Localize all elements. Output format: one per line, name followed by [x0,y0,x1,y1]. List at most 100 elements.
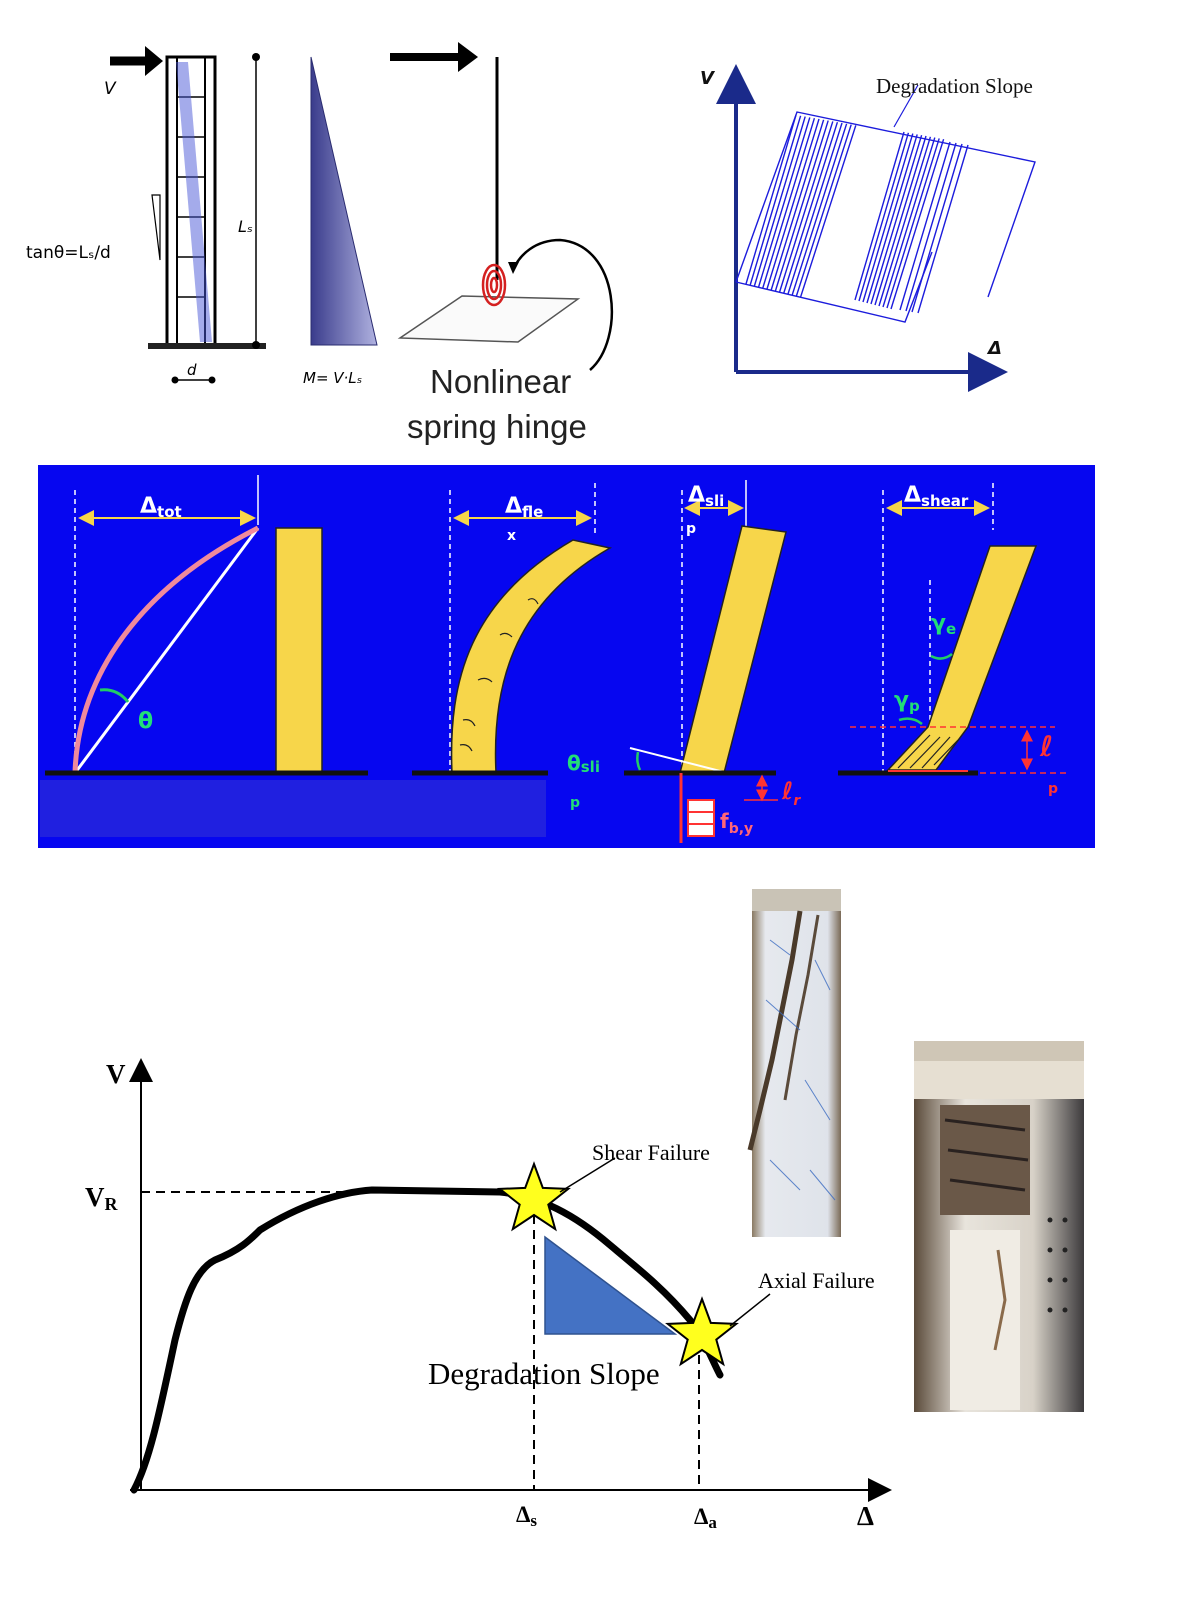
pushover-y-label: V [106,1059,126,1089]
pushover-x-label: Δ [857,1501,874,1531]
delta-fle-sub2: x [507,528,516,544]
force-arrow-right [390,42,478,72]
shear-failure-star-icon [497,1161,571,1232]
svg-text:Δs: Δs [516,1502,537,1530]
depth-dimension [171,376,216,384]
hinge-pointer-arrow [512,238,614,371]
hysteresis-loop-line [905,142,957,312]
delta-fle-sub: fle [522,503,543,521]
hysteresis-loop-line [917,144,969,314]
svg-text:Δsli: Δsli [688,483,724,510]
delta-tot-sub: tot [157,503,182,521]
hysteresis-loop-line [770,119,825,291]
hysteresis-loop-line [787,122,843,295]
column-frame [165,55,217,347]
gamma-e-sub: e [946,620,956,638]
gamma-e-label: γ [931,611,946,636]
hysteresis-loop-line [870,134,923,305]
axial-failure-photo [914,1041,1084,1412]
hysteresis-loop-line [757,117,811,288]
svg-text:γp: γp [894,688,920,715]
force-arrow-left [110,46,163,76]
hysteresis-loop-line [749,115,802,286]
svg-text:Δfle: Δfle [505,494,543,521]
ground-plane [397,295,581,343]
delta-fle-label: Δ [505,494,522,519]
svg-text:ℓr: ℓr [781,777,801,809]
shear-deformation-diagram: Δshear ℓ p γe γp [838,483,1070,797]
delta-tot-label: Δ [140,494,157,519]
height-label: Lₛ [238,217,253,236]
moment-label: M= V·Lₛ [303,369,362,387]
axial-failure-leader [729,1293,771,1327]
delta-sli-sub2: p [686,521,696,537]
f-by-label: f [720,809,729,833]
hysteresis-x-label: Δ [986,338,1002,359]
ds-sub: s [530,1511,537,1530]
da-sub: a [708,1513,717,1532]
hysteresis-loop-line [774,120,829,292]
svg-text:θsli: θsli [567,751,600,776]
theta-label: θ [138,709,153,734]
shear-failure-photo [747,889,841,1237]
l-r-label: ℓ [781,777,793,805]
shear-failure-leader [559,1157,616,1193]
hysteresis-loop-line [795,124,852,297]
vr-label: V [85,1182,105,1212]
svg-text:VR: VR [85,1182,119,1214]
hysteresis-loop-line [886,138,940,309]
hysteresis-loop-line [799,125,857,298]
force-label: V [104,79,117,99]
gamma-p-label: γ [894,688,909,713]
hysteresis-loop-line [874,135,927,306]
svg-text:γe: γe [931,611,956,638]
hysteresis-annotation-leader [893,84,919,128]
svg-text:Δa: Δa [694,1504,717,1532]
pushover-axes [129,1058,892,1502]
hysteresis-y-label: V [700,68,716,89]
ds-label: Δ [516,1502,531,1527]
hysteresis-loop-line [866,134,918,304]
hysteresis-loop-line [745,114,797,285]
total-deformation-diagram: θ Δtot [45,475,260,776]
theta-sli-sub2: p [570,795,580,811]
hysteresis-chart: V Δ Degradation Slope [700,64,1036,392]
l-p-sub: p [1048,781,1058,797]
delta-sli-label: Δ [688,483,705,508]
hysteresis-loops [735,111,1036,323]
hysteresis-loop-line [911,143,963,313]
hysteresis-annotation: Degradation Slope [876,74,1033,98]
delta-shear-sub: shear [921,492,969,510]
middle-panel: θ Δtot Δfle x [38,465,1095,848]
undeformed-column [230,527,368,776]
degradation-triangle [544,1235,678,1335]
moment-diagram [310,56,378,346]
hysteresis-loop-line [783,121,839,294]
hinge-label-line1: Nonlinear [430,363,571,400]
svg-text:fb,y: fb,y [720,809,753,837]
hysteresis-loop-line [858,132,910,302]
ground-block [40,780,546,837]
svg-text:Δshear: Δshear [904,483,969,510]
vr-sub: R [105,1194,119,1214]
top-panel: V tanθ=Lₛ/d Lₛ [26,42,1036,445]
theta-sli-sub: sli [581,758,600,776]
hysteresis-loop-line [762,117,816,289]
base-plate [148,343,266,349]
da-label: Δ [694,1504,709,1529]
f-by-sub: b,y [729,821,753,837]
gamma-p-sub: p [909,697,920,715]
hysteresis-loop-line [878,136,932,307]
hysteresis-loop-line [854,131,905,301]
hysteresis-loop-line [882,137,936,308]
axial-failure-star-icon [665,1296,739,1367]
l-r-sub: r [793,793,801,809]
spring-hinge-icon [481,263,507,307]
delta-shear-label: Δ [904,483,921,508]
backbone-curve [130,1186,724,1494]
svg-text:Δtot: Δtot [140,494,182,521]
height-dimension [252,53,260,349]
theta-sli-label: θ [567,751,581,775]
hysteresis-loop-line [766,118,820,290]
